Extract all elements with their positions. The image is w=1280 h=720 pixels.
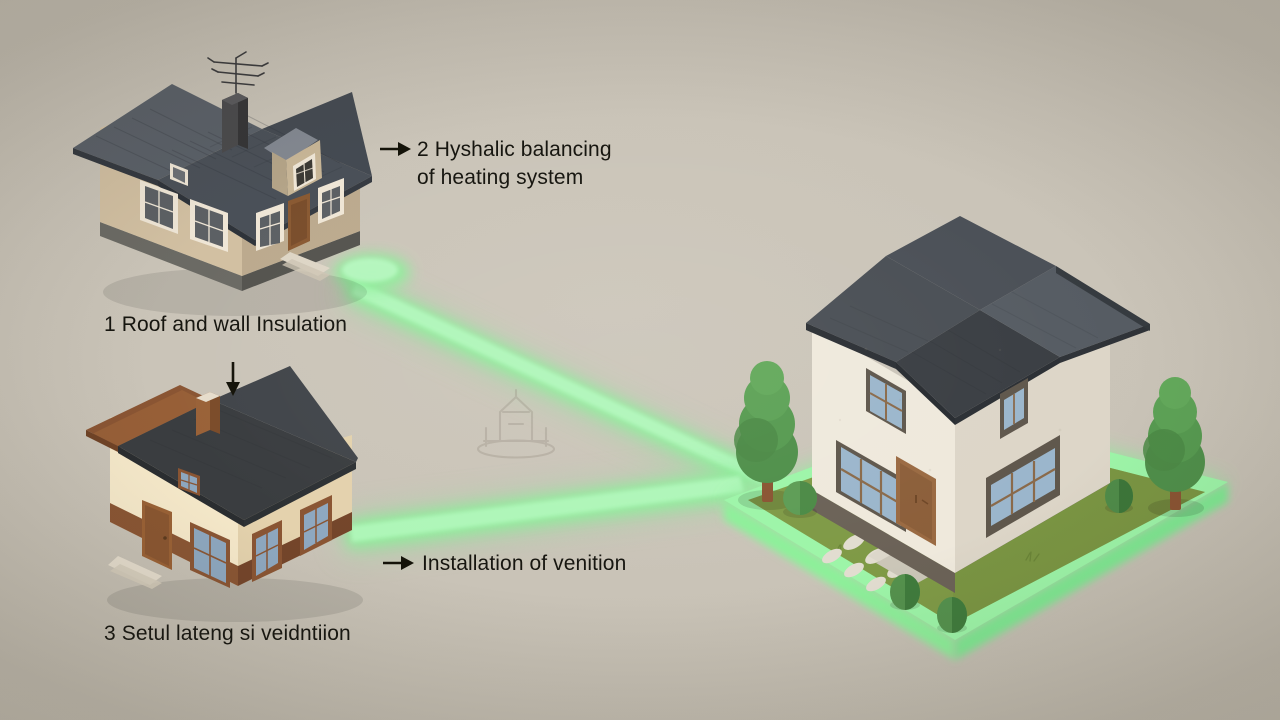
arrow-right-icon-step2 bbox=[380, 142, 411, 156]
house-1-group bbox=[73, 51, 372, 316]
tree-left bbox=[734, 361, 798, 510]
house-2-group bbox=[86, 366, 363, 622]
bushes bbox=[783, 479, 1133, 633]
house2-door bbox=[142, 500, 172, 570]
house1-window-right-1 bbox=[256, 203, 284, 251]
main-house-door bbox=[896, 456, 936, 546]
label-installation-of-venition: Installation of venition bbox=[422, 552, 627, 575]
glow-beam-lower bbox=[344, 470, 748, 552]
label-step-3: 3 Setul lateng si veidntiion bbox=[104, 622, 351, 645]
house1-window-left-1 bbox=[140, 180, 178, 234]
house2-window-right-2 bbox=[300, 495, 332, 556]
main-house-group bbox=[806, 216, 1150, 593]
house2-window-front bbox=[190, 522, 230, 588]
main-window-lower-right bbox=[986, 435, 1060, 538]
label-step-2: 2 Hyshalic balancing of heating system bbox=[417, 136, 667, 192]
label-step-2-line-1: 2 Hyshalic balancing bbox=[417, 138, 612, 161]
house1-window-left-2 bbox=[190, 199, 228, 252]
label-step-2-line-2: of heating system bbox=[417, 166, 584, 189]
glow-beam-upper bbox=[334, 254, 770, 500]
main-window-lower-left bbox=[836, 440, 906, 532]
arrow-down-icon-step3 bbox=[226, 362, 240, 396]
main-window-upper-right bbox=[1000, 378, 1028, 439]
antenna-icon bbox=[207, 51, 269, 94]
house2-attic-window bbox=[178, 468, 200, 496]
tree-right bbox=[1143, 377, 1205, 517]
label-step-1: 1 Roof and wall Insulation bbox=[104, 313, 348, 336]
main-window-upper-left bbox=[866, 368, 906, 434]
arrow-right-icon-venition bbox=[383, 556, 414, 570]
house1-door bbox=[288, 193, 310, 251]
house1-attic-window bbox=[170, 163, 188, 186]
house2-window-right-1 bbox=[252, 520, 282, 582]
house1-window-right-2 bbox=[318, 178, 344, 224]
